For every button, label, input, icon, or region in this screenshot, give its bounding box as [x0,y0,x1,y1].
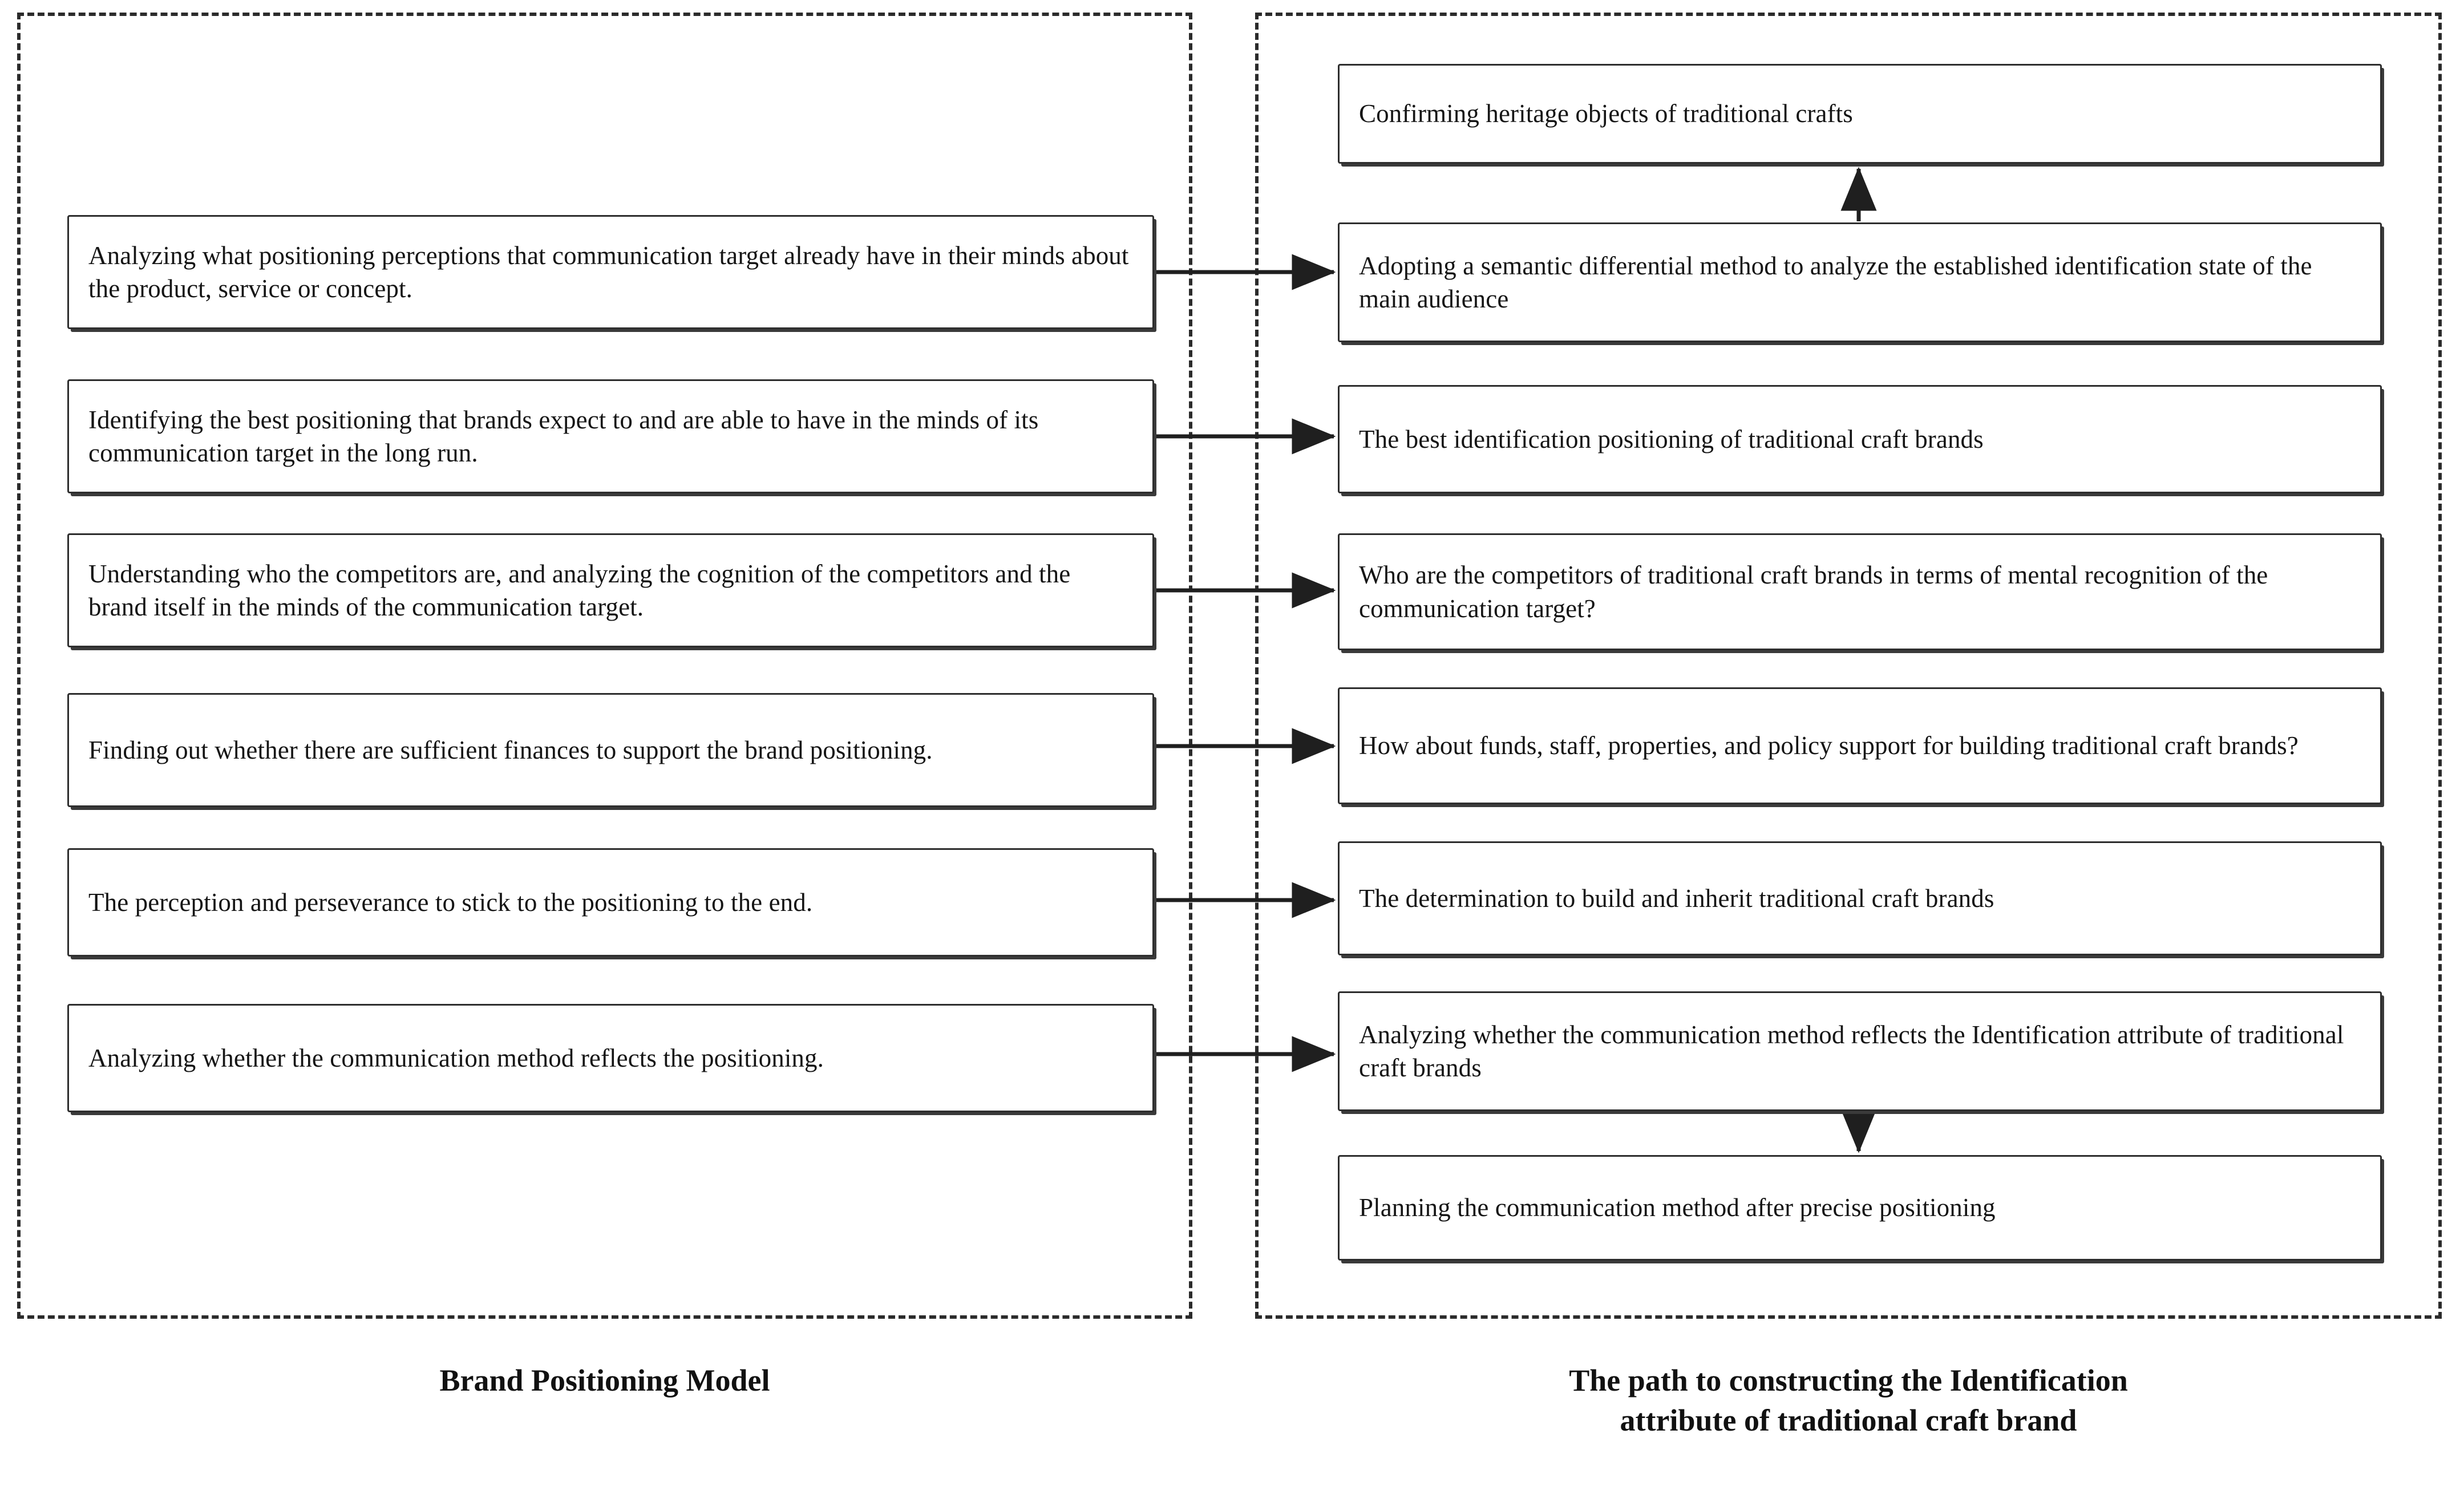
node-left-5-label: The perception and perseverance to stick… [88,888,813,917]
node-left-3[interactable]: Understanding who the competitors are, a… [67,533,1154,647]
node-right-5-label: How about funds, staff, properties, and … [1359,731,2299,760]
node-right-4-label: Who are the competitors of traditional c… [1359,561,2268,623]
node-right-7-label: Analyzing whether the communication meth… [1359,1020,2344,1083]
node-left-5[interactable]: The perception and perseverance to stick… [67,848,1154,957]
node-right-3[interactable]: The best identification positioning of t… [1338,385,2382,493]
node-left-1[interactable]: Analyzing what positioning perceptions t… [67,215,1154,329]
node-left-2[interactable]: Identifying the best positioning that br… [67,379,1154,493]
node-left-1-label: Analyzing what positioning perceptions t… [88,241,1129,303]
node-left-4[interactable]: Finding out whether there are sufficient… [67,693,1154,807]
node-left-3-label: Understanding who the competitors are, a… [88,559,1071,622]
panel-brand-positioning-model [17,13,1192,1319]
node-right-5[interactable]: How about funds, staff, properties, and … [1338,687,2382,804]
node-left-2-label: Identifying the best positioning that br… [88,405,1039,468]
node-right-8[interactable]: Planning the communication method after … [1338,1155,2382,1261]
node-right-7[interactable]: Analyzing whether the communication meth… [1338,991,2382,1111]
node-right-6-label: The determination to build and inherit t… [1359,884,1994,913]
node-left-4-label: Finding out whether there are sufficient… [88,735,933,764]
node-right-3-label: The best identification positioning of t… [1359,424,1984,453]
node-right-4[interactable]: Who are the competitors of traditional c… [1338,533,2382,650]
node-right-6[interactable]: The determination to build and inherit t… [1338,841,2382,955]
node-right-8-label: Planning the communication method after … [1359,1193,1996,1222]
node-right-1-label: Confirming heritage objects of tradition… [1359,99,1853,128]
caption-left-panel: Brand Positioning Model [439,1363,770,1397]
node-right-2-label: Adopting a semantic differential method … [1359,251,2312,314]
node-right-2[interactable]: Adopting a semantic differential method … [1338,222,2382,342]
node-left-6[interactable]: Analyzing whether the communication meth… [67,1004,1154,1112]
caption-right-panel: The path to constructing the Identificat… [1569,1363,2128,1438]
panel-identification-path [1255,13,2442,1319]
node-right-1[interactable]: Confirming heritage objects of tradition… [1338,64,2382,164]
node-left-6-label: Analyzing whether the communication meth… [88,1043,824,1072]
